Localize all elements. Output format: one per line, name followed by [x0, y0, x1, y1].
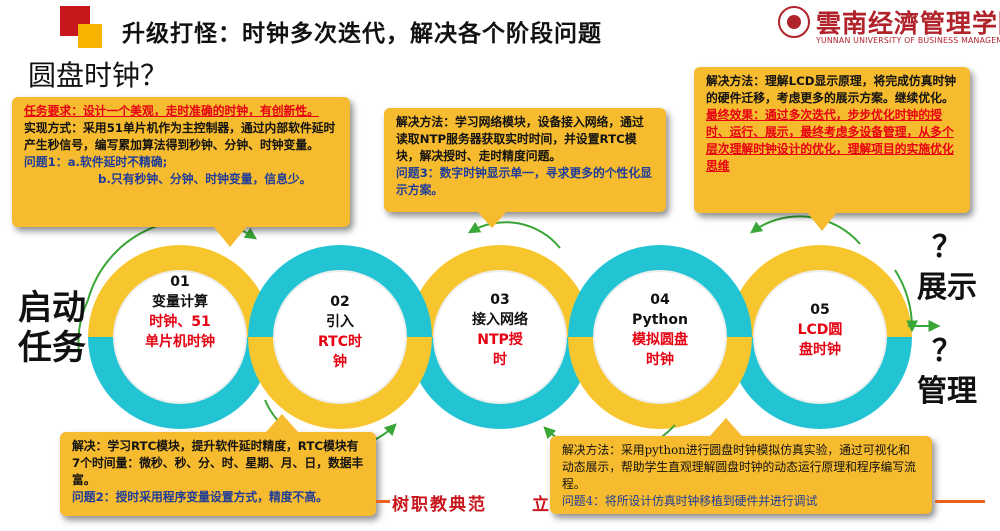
callout-01-implementation: 实现方式：采用51单片机作为主控制器，通过内部软件延时产生秒信号，编写累加算法得… [24, 121, 336, 152]
node-01: 01 变量计算 时钟、51单片机时钟 [130, 272, 230, 352]
callout-04-solution: 解决方法：采用python进行圆盘时钟模拟仿真实验，通过可视化和动态展示，帮助学… [562, 443, 916, 491]
node-03-tech: NTP授时 [477, 332, 523, 368]
node-04-title: Python [632, 312, 688, 328]
display-label: 展示 [917, 270, 977, 305]
node-04-tech: 模拟圆盘时钟 [632, 332, 688, 368]
university-name-cn: 雲南经濟管理学院 [816, 9, 1000, 38]
side-label-start-task: 启动任务 [18, 288, 86, 368]
side-label-manage: ？ 管理 [912, 332, 982, 412]
banner-line-right [935, 500, 985, 503]
ring-group [88, 245, 912, 429]
callout-02-solution: 解决：学习RTC模块，提升软件延时精度，RTC模块有7个时间量：微秒、秒、分、时… [72, 439, 364, 487]
disc-03 [433, 270, 567, 404]
callout-05: 解决方法：理解LCD显示原理，将完成仿真时钟的硬件迁移，考虑更多的展示方案。继续… [694, 67, 970, 231]
callout-01-question-b: b.只有秒钟、分钟、时钟变量，信息少。 [98, 172, 312, 186]
callout-03: 解决方法：学习网络模块，设备接入网络，通过读取NTP服务器获取实时时间，并设置R… [384, 108, 666, 228]
node-03-number: 03 [490, 292, 510, 308]
callout-02-question: 问题2：授时采用程序变量设置方式，精度不高。 [72, 490, 328, 504]
callout-05-solution: 解决方法：理解LCD显示原理，将完成仿真时钟的硬件迁移，考虑更多的展示方案。继续… [706, 74, 957, 105]
banner-line-left [376, 500, 390, 503]
university-name-en: YUNNAN UNIVERSITY OF BUSINESS MANAGEMENT [816, 36, 1000, 45]
yellow-square [78, 24, 102, 48]
node-01-tech: 时钟、51单片机时钟 [145, 314, 215, 350]
node-02: 02 引入 RTC时钟 [300, 292, 380, 372]
callout-02: 解决：学习RTC模块，提升软件延时精度，RTC模块有7个时间量：微秒、秒、分、时… [60, 414, 376, 516]
callout-05-result: 最终效果：通过多次迭代，步步优化时钟的授时、运行、展示，最终考虑多设备管理，从多… [706, 108, 954, 173]
node-03: 03 接入网络 NTP授时 [455, 290, 545, 370]
node-04-number: 04 [650, 292, 670, 308]
display-question-mark: ？ [932, 230, 962, 265]
callout-01: 任务要求：设计一个美观，走时准确的时钟，有创新性。 实现方式：采用51单片机作为… [12, 97, 350, 247]
arrow-start-left [77, 299, 89, 361]
disc-01 [113, 270, 247, 404]
node-01-number: 01 [170, 274, 190, 290]
disc-02 [273, 270, 407, 404]
node-02-tech: RTC时钟 [318, 334, 362, 370]
callout-01-question-a: 问题1：a.软件延时不精确; [24, 155, 168, 169]
banner-text-1: 树职教典范 [392, 495, 487, 515]
manage-question-mark: ？ [932, 334, 962, 369]
node-01-title: 变量计算 [152, 294, 208, 310]
callout-04-question: 问题4：将所设计仿真时钟移植到硬件并进行调试 [562, 494, 818, 508]
node-04: 04 Python 模拟圆盘时钟 [615, 290, 705, 370]
node-05: 05 LCD圆盘时钟 [780, 300, 860, 360]
page-subtitle: 圆盘时钟？ [28, 59, 169, 92]
arrow-end-right [894, 269, 919, 333]
callout-01-requirement: 任务要求：设计一个美观，走时准确的时钟，有创新性。 [24, 104, 319, 118]
disc-05 [753, 270, 887, 404]
header-logo-squares [60, 6, 108, 48]
node-05-number: 05 [810, 302, 830, 318]
disc-04 [593, 270, 727, 404]
page-title: 升级打怪：时钟多次迭代，解决各个阶段问题 [122, 21, 602, 47]
banner-text-2: 立 [532, 495, 549, 515]
side-label-display: ？ 展示 [912, 228, 982, 308]
university-logo: 雲南经濟管理学院 YUNNAN UNIVERSITY OF BUSINESS M… [778, 4, 1000, 48]
node-05-tech: LCD圆盘时钟 [797, 322, 843, 358]
manage-label: 管理 [917, 374, 977, 409]
university-seal-icon [778, 6, 810, 38]
node-02-number: 02 [330, 294, 350, 310]
node-03-title: 接入网络 [472, 312, 528, 328]
callout-03-question: 问题3：数字时钟显示单一，寻求更多的个性化显示方案。 [396, 166, 652, 197]
node-02-title: 引入 [326, 314, 354, 330]
callout-03-solution: 解决方法：学习网络模块，设备接入网络，通过读取NTP服务器获取实时时间，并设置R… [396, 115, 644, 163]
callout-04: 解决方法：采用python进行圆盘时钟模拟仿真实验，通过可视化和动态展示，帮助学… [550, 418, 932, 514]
